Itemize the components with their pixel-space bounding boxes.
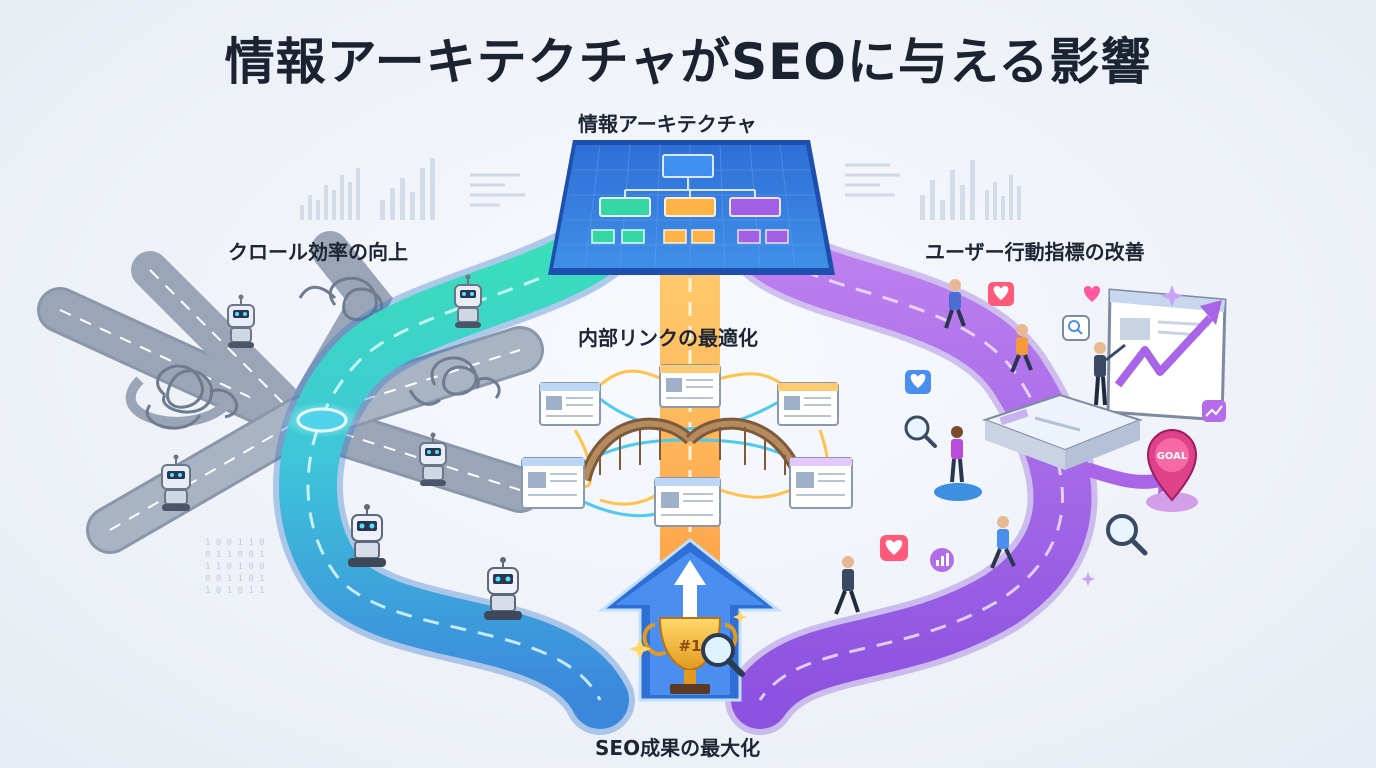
heart-icon <box>988 282 1014 306</box>
person-icon <box>990 516 1016 569</box>
robot-icon <box>348 504 386 567</box>
sparkle-icon <box>629 610 747 660</box>
svg-text:1 1 0 1 0 0: 1 1 0 1 0 0 <box>205 562 265 572</box>
magnifier-icon <box>1062 315 1090 341</box>
information-architecture-label: 情報アーキテクチャ <box>578 112 757 136</box>
goal-label: GOAL <box>1157 451 1188 462</box>
svg-text:0 0 1 1 0 1: 0 0 1 1 0 1 <box>205 574 265 584</box>
heart-icon <box>880 535 908 561</box>
web-page-card <box>777 382 839 426</box>
robot-icon <box>454 274 482 328</box>
link-network <box>521 364 853 527</box>
person-icon <box>934 426 982 501</box>
magnifier-icon <box>701 633 745 677</box>
robot-icon <box>484 557 522 620</box>
user-behavior-label: ユーザー行動指標の改善 <box>925 240 1145 264</box>
heart-icon <box>905 370 931 394</box>
sparkle-icon <box>1081 285 1183 586</box>
svg-text:1 0 1 0 1 1: 1 0 1 0 1 1 <box>205 586 265 596</box>
growth-chart-icon <box>1106 288 1227 422</box>
robot-icon <box>161 454 191 511</box>
web-page-card <box>654 477 721 527</box>
svg-text:1 0 0 1 1 0: 1 0 0 1 1 0 <box>205 538 265 548</box>
bridge-left <box>579 417 695 482</box>
tangled-knots <box>145 276 501 430</box>
chart-badge-icon <box>930 400 1226 572</box>
binary-digits-decoration: 1 0 0 1 1 0 0 1 1 0 0 1 1 1 0 1 0 0 0 0 1 … <box>205 538 265 596</box>
web-page-card <box>539 382 601 426</box>
web-page-card <box>521 457 585 509</box>
magnifier-icon <box>904 415 937 448</box>
background-text-lines <box>470 163 900 207</box>
seo-result-label: SEO成果の最大化 <box>595 736 761 760</box>
web-page-card <box>789 457 853 509</box>
page-title: 情報アーキテクチャがSEOに与える影響 <box>224 33 1152 91</box>
heart-icon <box>1083 286 1101 302</box>
background-chart-right <box>920 160 1021 220</box>
svg-text:0 1 1 0 0 1: 0 1 1 0 0 1 <box>205 550 265 560</box>
goal-pin-icon: GOAL <box>1146 428 1198 512</box>
background-chart-left <box>300 158 435 220</box>
trophy-rank: #1 <box>678 637 701 655</box>
internal-linking-label: 内部リンクの最適化 <box>578 326 758 350</box>
user-behavior-path <box>710 180 1182 735</box>
crawl-efficiency-label: クロール効率の向上 <box>228 240 408 264</box>
robot-icon <box>227 294 255 348</box>
person-icon <box>944 279 966 329</box>
magnifier-icon <box>1106 514 1148 556</box>
blueprint-board <box>548 140 835 275</box>
person-icon <box>1010 324 1033 373</box>
crawl-path <box>273 175 655 735</box>
robot-icon <box>419 432 447 486</box>
person-icon <box>1094 342 1126 406</box>
analytics-panel <box>982 393 1143 470</box>
person-icon <box>834 556 860 615</box>
web-page-card <box>659 364 721 408</box>
